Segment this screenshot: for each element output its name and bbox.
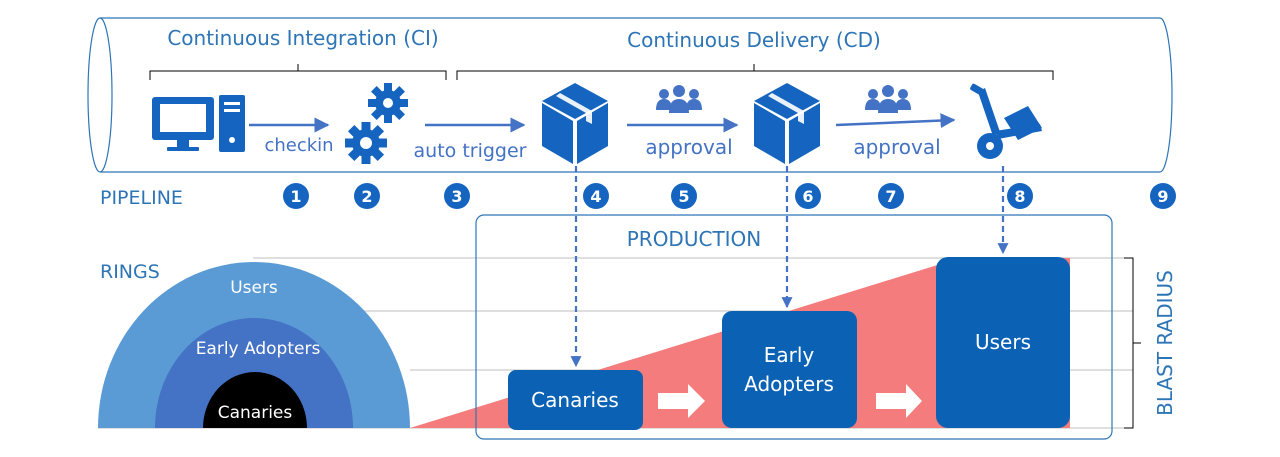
auto-trigger-label: auto trigger (414, 140, 527, 162)
package-icon (754, 83, 820, 164)
svg-text:2: 2 (361, 187, 372, 206)
approval-label-1: approval (645, 135, 732, 159)
cd-brace (456, 64, 1054, 80)
svg-text:6: 6 (802, 187, 813, 206)
computer-icon (152, 95, 245, 152)
users-box-label: Users (975, 330, 1031, 354)
users-box (936, 257, 1070, 428)
pipeline-label: PIPELINE (100, 187, 183, 209)
blast-radius-label: BLAST RADIUS (1153, 270, 1177, 416)
pipeline-arrows (249, 113, 956, 133)
hand-truck-icon (970, 83, 1042, 159)
early-adopters-box (722, 311, 857, 428)
ci-brace (149, 64, 447, 80)
svg-text:4: 4 (590, 187, 601, 206)
early-adopters-box-label-1: Early (764, 343, 815, 367)
production-label: PRODUCTION (627, 227, 762, 251)
svg-text:5: 5 (678, 187, 689, 206)
canaries-box-label: Canaries (531, 388, 619, 412)
deployment-drops (570, 166, 1009, 368)
rings-diagram (98, 262, 410, 428)
svg-text:8: 8 (1014, 187, 1025, 206)
svg-text:1: 1 (290, 187, 301, 206)
step-badge: 4 (583, 183, 609, 209)
svg-text:9: 9 (1157, 187, 1168, 206)
step-badge: 8 (1007, 183, 1033, 209)
step-badge: 5 (671, 183, 697, 209)
production-frame (475, 214, 1113, 440)
flow-arrow (876, 384, 922, 418)
cd-title: Continuous Delivery (CD) (627, 28, 881, 52)
package-icon (542, 83, 608, 164)
approval-label-2: approval (853, 135, 940, 159)
step-badge: 6 (795, 183, 821, 209)
ring-users-label: Users (230, 278, 278, 298)
early-adopters-box-label-2: Adopters (744, 372, 834, 396)
checkin-label: checkin (264, 135, 333, 156)
people-icon (865, 85, 911, 113)
step-badge: 3 (444, 183, 470, 209)
flow-arrow (658, 384, 705, 418)
ci-title: Continuous Integration (CI) (167, 26, 438, 50)
blast-radius-brace (1124, 257, 1141, 429)
step-badge: 7 (878, 183, 904, 209)
gears-icon (345, 83, 408, 164)
people-icon (656, 85, 702, 113)
svg-text:7: 7 (885, 187, 896, 206)
step-badge: 2 (354, 183, 380, 209)
canaries-box (508, 370, 643, 430)
step-badge: 9 (1150, 183, 1176, 209)
svg-text:3: 3 (451, 187, 462, 206)
step-badge: 1 (283, 183, 309, 209)
pipeline-tube (87, 17, 1173, 173)
rings-label: RINGS (100, 261, 160, 283)
ring-canaries-label: Canaries (218, 403, 293, 423)
ring-early-adopters-label: Early Adopters (196, 339, 321, 359)
